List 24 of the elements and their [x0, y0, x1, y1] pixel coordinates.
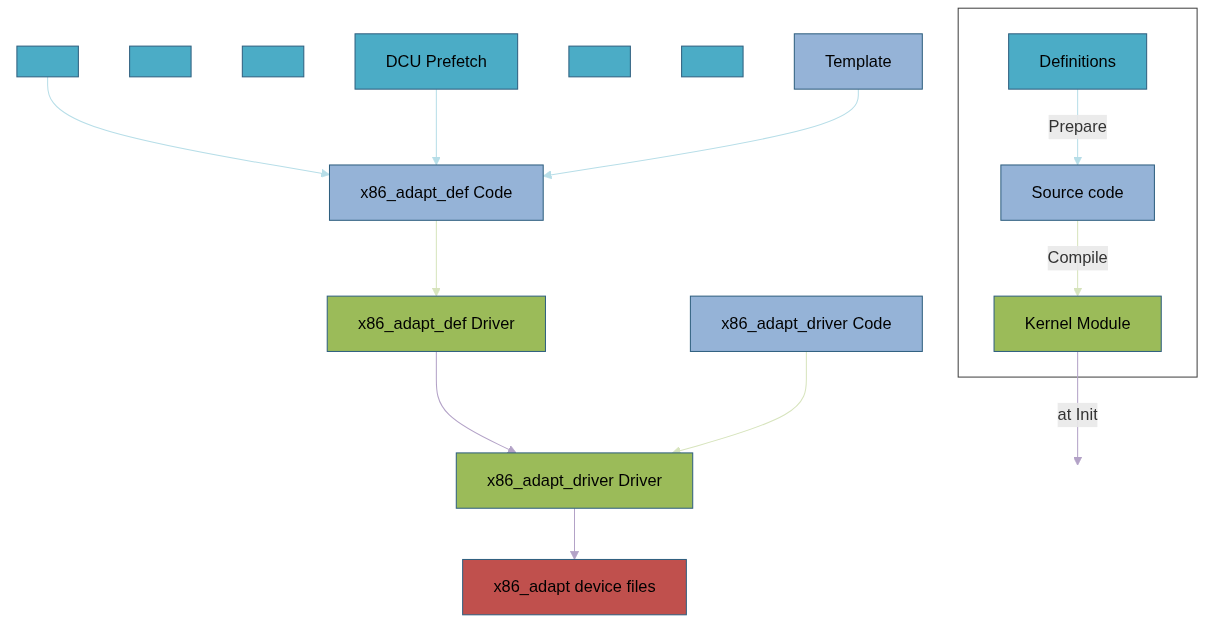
node-box: x86_adapt_driver Code: [689, 295, 923, 352]
arrow: [431, 88, 441, 166]
cluster: [957, 7, 1198, 378]
node-box: Source code: [1000, 164, 1155, 221]
edge-label: Compile: [1047, 249, 1108, 267]
node-box: DCU Prefetch: [354, 33, 519, 90]
arrow: [431, 219, 441, 297]
node-box: x86_adapt_def Code: [328, 164, 544, 221]
node-box: [129, 45, 192, 78]
node-box: [241, 45, 305, 78]
node-box: Template: [793, 33, 923, 90]
edge-label: at Init: [1057, 405, 1098, 424]
node-box: Kernel Module: [993, 295, 1162, 352]
node-box: [681, 45, 744, 78]
arrow: [570, 507, 579, 560]
arrow: [47, 76, 330, 178]
node-box: Definitions: [1008, 33, 1148, 90]
node-box: x86_adapt device files: [462, 558, 687, 616]
node-box: x86_adapt_def Driver: [326, 295, 546, 352]
node-box: [16, 45, 79, 78]
node-box: [568, 45, 631, 78]
arrow: [435, 350, 517, 454]
edge-label: Prepare: [1048, 117, 1107, 136]
node-box: x86_adapt_driver Driver: [455, 452, 694, 509]
